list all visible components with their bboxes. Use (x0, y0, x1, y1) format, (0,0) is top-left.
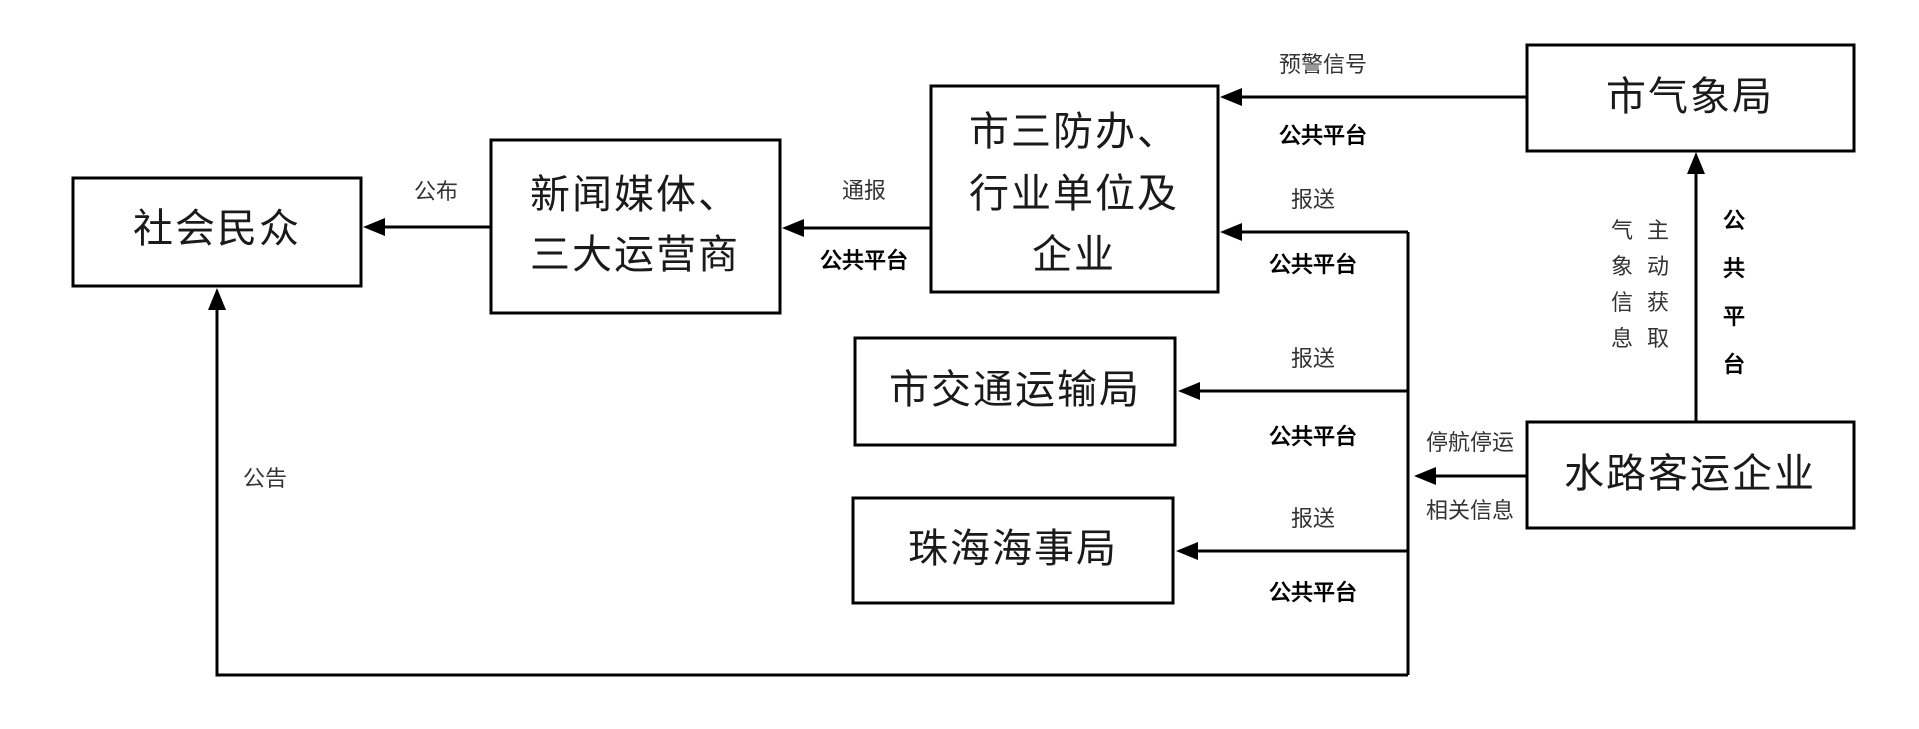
label-active-acquire: 主动获取 (1647, 219, 1669, 352)
label-warning-signal: 预警信号 (1279, 53, 1367, 78)
label-announcement: 公告 (243, 467, 287, 492)
node-transport: 市交通运输局 (853, 336, 1177, 447)
node-sanfang-line2: 行业单位及 (969, 171, 1179, 217)
label-maritime-platform: 公共平台 (1269, 580, 1357, 606)
node-public-label: 社会民众 (133, 206, 301, 252)
edge-trunk-to-transport (1178, 382, 1408, 400)
label-report-maritime: 报送 (1291, 507, 1335, 532)
node-media-line2: 三大运营商 (530, 232, 740, 278)
label-weather-platform: 公共平台 (1279, 123, 1367, 149)
node-sanfang-line1: 市三防办、 (969, 109, 1179, 155)
label-notify: 通报 (842, 179, 886, 204)
label-transport-platform: 公共平台 (1269, 424, 1357, 450)
node-public: 社会民众 (71, 176, 363, 288)
label-report-transport: 报送 (1291, 347, 1335, 372)
edge-trunk-to-public (208, 288, 1408, 677)
label-weather-info: 气象信息 (1611, 219, 1633, 352)
node-maritime-label: 珠海海事局 (908, 526, 1118, 572)
label-active-acquire-text: 主动获取 (1647, 219, 1669, 352)
label-weather-platform-vertical-text: 公共平台 (1723, 209, 1745, 378)
label-publish: 公布 (414, 180, 458, 205)
label-suspension-line1: 停航停运 (1426, 431, 1514, 456)
node-media: 新闻媒体、 三大运营商 (489, 138, 782, 315)
edge-ferry-to-trunk (1414, 467, 1527, 485)
label-weather-info-text: 气象信息 (1611, 219, 1633, 352)
edge-weather-to-sanfang (1220, 88, 1527, 106)
node-sanfang-line3: 企业 (1032, 232, 1116, 278)
node-weather-label: 市气象局 (1606, 74, 1774, 120)
node-media-line1: 新闻媒体、 (530, 172, 740, 218)
node-ferry: 水路客运企业 (1525, 420, 1856, 530)
edge-sanfang-to-media (782, 219, 931, 237)
node-weather: 市气象局 (1525, 43, 1856, 153)
label-weather-platform-vertical: 公共平台 (1723, 209, 1745, 378)
node-transport-label: 市交通运输局 (889, 367, 1141, 413)
edge-trunk-to-maritime (1176, 542, 1408, 560)
edge-media-to-public (363, 218, 491, 236)
node-maritime: 珠海海事局 (851, 496, 1175, 605)
label-report-sanfang: 报送 (1291, 188, 1335, 213)
label-sanfang-platform: 公共平台 (1269, 252, 1357, 278)
edge-ferry-to-weather (1687, 152, 1705, 422)
node-ferry-label: 水路客运企业 (1564, 451, 1816, 497)
label-suspension-line2: 相关信息 (1426, 499, 1514, 524)
node-sanfang: 市三防办、 行业单位及 企业 (929, 84, 1220, 294)
label-media-platform: 公共平台 (820, 248, 908, 274)
edge-trunk-to-sanfang (1220, 223, 1408, 241)
